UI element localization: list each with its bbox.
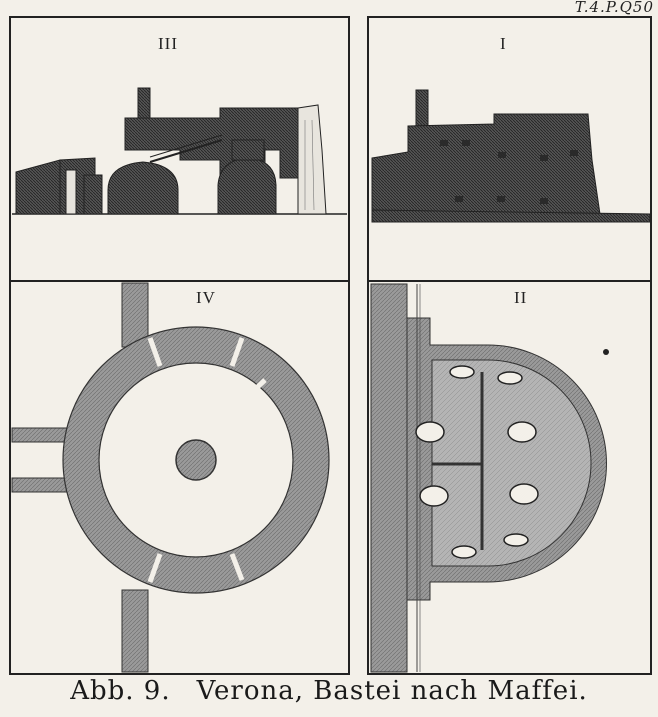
panel-label-ii: II [514,288,528,307]
figure-number: Abb. 9. [70,676,171,706]
ground-plan-ii [370,283,609,673]
catalog-mark: T.4.P.Q50 [574,0,654,16]
ground-plan-iv [11,282,330,673]
panel-label-iv: IV [196,288,216,307]
figure-caption: Abb. 9. Verona, Bastei nach Maffei. [0,676,658,706]
panel-label-iii: III [158,34,178,53]
panel-label-i: I [500,34,507,53]
elevation-i [371,89,651,223]
section-elevation-iii [12,87,347,215]
caption-text: Verona, Bastei nach Maffei. [196,676,588,706]
